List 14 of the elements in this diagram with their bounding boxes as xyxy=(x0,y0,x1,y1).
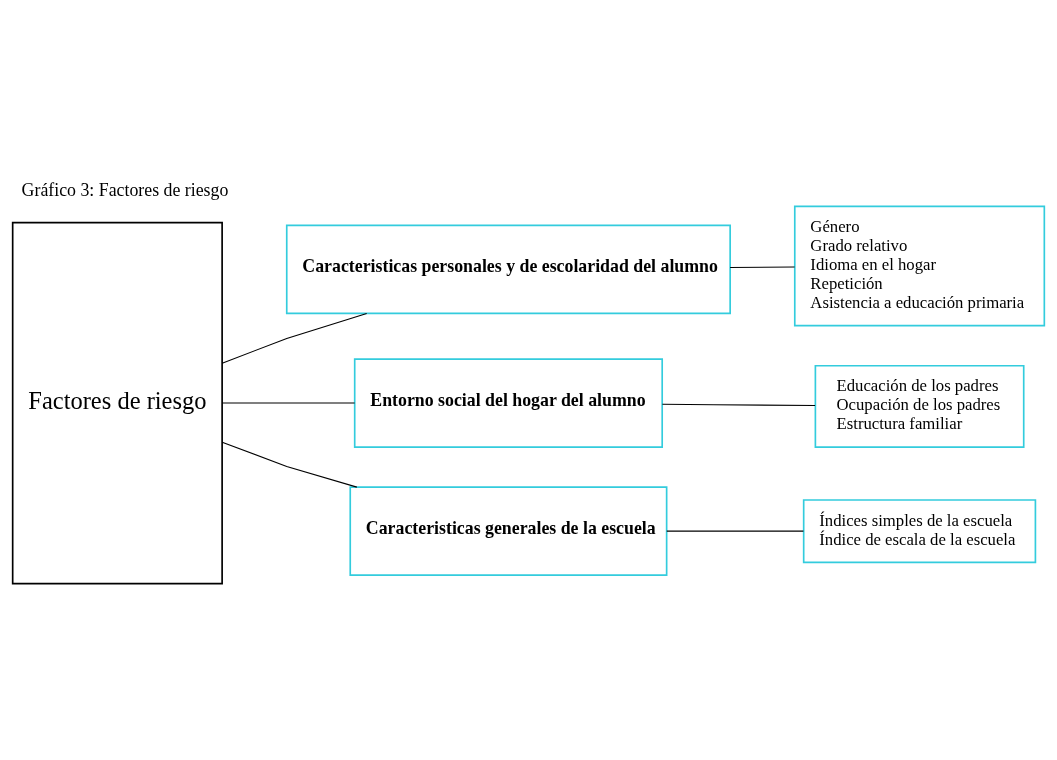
connector xyxy=(729,266,796,268)
node-box: Entorno social del hogar del alumno xyxy=(353,357,664,448)
node-box: Educación de los padres Ocupación de los padres Estructura familiar xyxy=(814,364,1025,448)
diagram-title: Gráfico 3: Factores de riesgo xyxy=(21,179,229,200)
connector xyxy=(221,441,358,488)
node-box: Factores de riesgo xyxy=(11,221,223,584)
connector xyxy=(221,312,368,364)
node-box: Índices simples de la escuela Índice de escala de la escuela xyxy=(802,498,1037,563)
connector xyxy=(221,402,356,404)
connector xyxy=(666,530,804,532)
connector xyxy=(661,403,816,406)
node-box: Caracteristicas generales de la escuela xyxy=(349,485,668,576)
node-box: Género Grado relativo Idioma en el hogar Repetición Asistencia a educación primaria xyxy=(793,205,1046,326)
node-box: Caracteristicas personales y de escolaridad del alumno xyxy=(285,224,731,314)
